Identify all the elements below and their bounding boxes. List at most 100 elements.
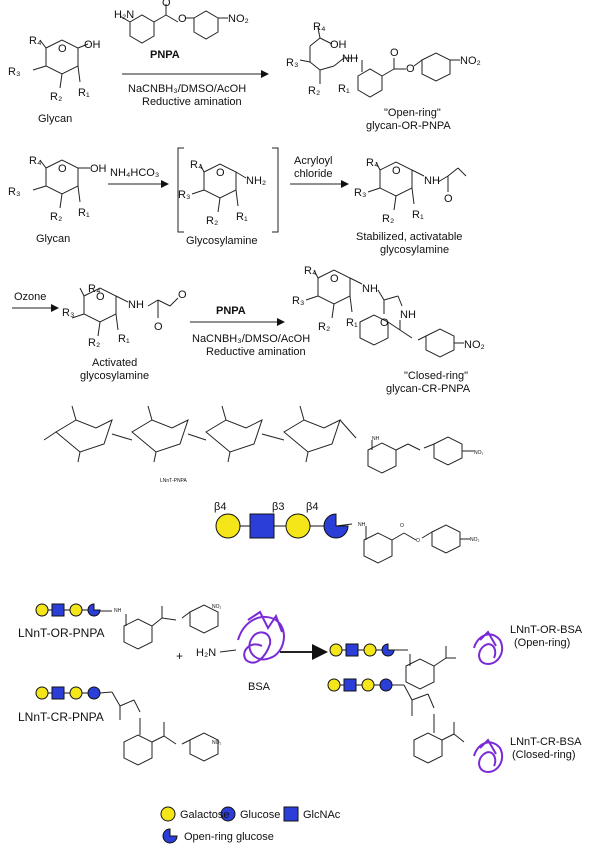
lnnt-cr-pnpa-label: LNnT-CR-PNPA: [18, 710, 104, 724]
legend-galactose-icon: [160, 806, 176, 822]
legend-open-ring: Open-ring glucose: [184, 831, 274, 843]
plus-sign: +: [176, 649, 183, 663]
a-o2: O: [154, 321, 163, 333]
cr-pnpa-chem: [99, 691, 219, 766]
closed-ring-label1: "Closed-ring": [404, 370, 468, 382]
c-o2: O: [380, 317, 389, 329]
nh4hco3: NH₄HCO₃: [110, 167, 159, 179]
p-nh: NH: [342, 53, 358, 65]
cond2-row3: Reductive amination: [206, 346, 306, 358]
open-ring-label1: "Open-ring": [384, 107, 441, 119]
or-nh: NH: [114, 608, 122, 614]
a-nh: NH: [128, 299, 144, 311]
s-o2: O: [444, 193, 453, 205]
r2b: R₂: [50, 211, 62, 223]
s-r4: R₄: [366, 157, 379, 169]
struct-nh: NH: [372, 436, 380, 442]
p-o: O: [390, 47, 399, 59]
c-r2: R₂: [318, 321, 330, 333]
sym-o2: O: [416, 538, 420, 544]
a-r4: R₄: [88, 283, 101, 295]
bsa-amine-bond: [219, 649, 237, 653]
s-r2: R₂: [382, 213, 394, 225]
p-no2: NO₂: [460, 55, 481, 67]
c-nh: NH: [362, 283, 378, 295]
stabilized-label1: Stabilized, activatable: [356, 231, 462, 243]
or-pnpa-chem: [98, 604, 219, 650]
oh: OH: [84, 39, 101, 51]
a-r1: R₁: [118, 333, 130, 345]
stabilized-glycosylamine: [367, 161, 467, 211]
lnnt-pnpa-label: LNnT-PNPA: [160, 478, 188, 484]
bracket-right: [272, 147, 279, 233]
c-o: O: [330, 273, 339, 285]
sym-nh: NH: [358, 522, 366, 528]
link-beta4-b: β4: [306, 501, 318, 513]
lnnt-cr-bsa-label1: LNnT-CR-BSA: [510, 736, 582, 748]
r1b: R₁: [78, 207, 90, 219]
r3b: R₃: [8, 186, 20, 198]
r4: R₄: [29, 35, 42, 47]
legend-glucose-icon: [220, 806, 236, 822]
glycan-ring-2: [32, 159, 90, 209]
r3: R₃: [8, 66, 20, 78]
glycan-ring-1: [32, 39, 89, 89]
h2n-label: H₂N: [114, 9, 134, 21]
chloride: chloride: [294, 168, 333, 180]
lnnt-cr-bsa-label2: (Closed-ring): [512, 749, 576, 761]
bsa-glyph-main: [237, 610, 285, 664]
a-r3: R₃: [62, 307, 74, 319]
c-r4: R₄: [304, 265, 317, 277]
legend-open-ring-icon: [162, 828, 178, 844]
a-r2: R₂: [88, 337, 100, 349]
m-r2: R₂: [206, 215, 218, 227]
stabilized-label2: glycosylamine: [380, 244, 449, 256]
or-bsa-chem: [394, 646, 456, 690]
legend-galactose: Galactose: [180, 809, 230, 821]
legend-glcnac-icon: [283, 806, 299, 822]
sym-o: O: [400, 523, 404, 529]
lnnt-or-bsa-label1: LNnT-OR-BSA: [510, 624, 583, 636]
cr-no2: NO₂: [212, 740, 222, 746]
s-nh: NH: [424, 175, 440, 187]
acryloyl: Acryloyl: [294, 155, 333, 167]
cond2-row1: Reductive amination: [142, 96, 242, 108]
bsa-glyph-cr: [473, 738, 504, 774]
activated-label2: glycosylamine: [80, 370, 149, 382]
p-o2: O: [406, 63, 415, 75]
c-r1: R₁: [346, 317, 358, 329]
glycan-label-1: Glycan: [38, 113, 72, 125]
cr-bsa-chem: [392, 684, 465, 764]
lnnt-or-pnpa-label: LNnT-OR-PNPA: [18, 626, 104, 640]
ester-o: O: [162, 0, 171, 9]
bsa-glyph-or: [473, 630, 504, 666]
p-oh: OH: [330, 39, 347, 51]
pnpa-label-3: PNPA: [216, 305, 246, 317]
symbol-chem-tail: [335, 523, 470, 564]
legend-glucose: Glucose: [240, 809, 280, 821]
cond1-row1: NaCNBH₃/DMSO/AcOH: [128, 83, 246, 95]
p-r1: R₁: [338, 83, 350, 95]
r2: R₂: [50, 91, 62, 103]
glycan-label-2: Glycan: [36, 233, 70, 245]
no2-label-1: NO₂: [228, 13, 249, 25]
activated-glycosylamine: [71, 287, 179, 337]
lnnt-or-bsa-label2: (Open-ring): [514, 637, 570, 649]
link-beta4-a: β4: [214, 501, 226, 513]
ozone: Ozone: [14, 291, 46, 303]
pnpa-label-1: PNPA: [150, 49, 180, 61]
open-ring-product-1: [299, 27, 460, 98]
closed-ring-product: [305, 269, 464, 358]
ring-o: O: [58, 43, 67, 55]
bsa-h2n: H₂N: [196, 647, 216, 659]
m-r3: R₃: [178, 189, 190, 201]
m-r1: R₁: [236, 211, 248, 223]
symbol-galactose-2: [285, 513, 311, 539]
cond1-row3: NaCNBH₃/DMSO/AcOH: [192, 333, 310, 345]
bsa-label: BSA: [248, 681, 271, 693]
bracket-left: [177, 147, 184, 233]
lnnt-pnpa-structure: [43, 405, 474, 474]
activated-label1: Activated: [92, 357, 137, 369]
c-nh2: NH: [400, 309, 416, 321]
symbol-glcnac: [249, 513, 275, 539]
